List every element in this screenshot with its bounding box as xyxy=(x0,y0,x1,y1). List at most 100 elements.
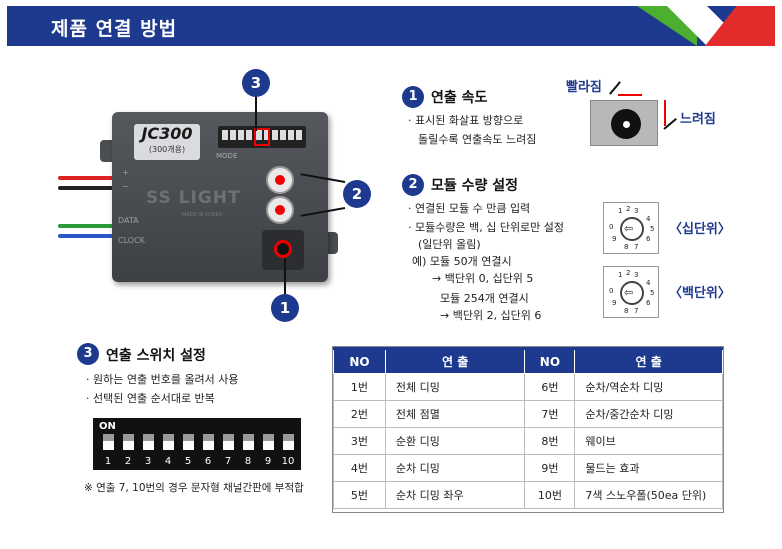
fast-label: 빨라짐 xyxy=(566,80,602,95)
effect-name-cell: 순차/중간순차 디밍 xyxy=(574,400,723,428)
effect-name-cell: 웨이브 xyxy=(574,427,723,455)
clock-label: CLOCK xyxy=(118,236,145,245)
hundreds-rotary-diagram: 2 3 1 4 5 6 7 8 9 0 ⇦ xyxy=(603,266,659,318)
callout-1-device: 1 xyxy=(271,294,299,322)
effect-number-cell: 10번 xyxy=(524,481,576,509)
module-line5: → 백단위 0, 십단위 5 xyxy=(432,272,534,285)
callout-1-line xyxy=(284,258,286,294)
dip-switch-number: 8 xyxy=(244,456,252,467)
dip-switch-number: 3 xyxy=(144,456,152,467)
effect-name-cell: 순환 디밍 xyxy=(384,427,526,455)
dip-highlight xyxy=(254,128,270,146)
dip-switch-5 xyxy=(183,434,194,450)
dip-line2: · 선택된 연출 순서대로 반복 xyxy=(86,392,215,405)
hundreds-label: 〈백단위〉 xyxy=(669,286,731,301)
effect-number-cell: 5번 xyxy=(333,481,386,509)
col-header-no-1: NO xyxy=(333,348,386,374)
effect-name-cell: 순차 디밍 좌우 xyxy=(384,481,526,509)
dip-switch-number: 6 xyxy=(204,456,212,467)
effect-number-cell: 9번 xyxy=(524,454,576,482)
dip-switch-10 xyxy=(283,434,294,450)
tens-label: 〈십단위〉 xyxy=(669,222,731,237)
dip-switch-6 xyxy=(203,434,214,450)
speed-dial xyxy=(611,109,641,139)
module-line3: (일단위 올림) xyxy=(418,238,481,251)
brand-sub: MADE IN KOREA xyxy=(182,212,223,218)
header-banner: 제품 연결 방법 xyxy=(7,6,775,46)
dip-switch-number: 2 xyxy=(124,456,132,467)
effect-name-cell: 순차/역순차 디밍 xyxy=(574,373,723,401)
effect-name-cell: 전체 점멸 xyxy=(384,400,526,428)
minus-label: − xyxy=(122,182,129,191)
callout-2-device: 2 xyxy=(343,180,371,208)
speed-knob-housing xyxy=(262,230,304,270)
dip-switch-1 xyxy=(103,434,114,450)
dip-title: 연출 스위치 설정 xyxy=(106,348,206,364)
effect-number-cell: 4번 xyxy=(333,454,386,482)
wire-green xyxy=(58,224,128,228)
effect-name-cell: 순차 디밍 xyxy=(384,454,526,482)
section-3-badge: 3 xyxy=(77,343,99,365)
model-name: JC300 xyxy=(141,124,193,143)
tens-rotary-knob[interactable] xyxy=(266,166,294,194)
effect-number-cell: 6번 xyxy=(524,373,576,401)
callout-3-top: 3 xyxy=(242,69,270,97)
wire-blue xyxy=(58,234,128,238)
effect-number-cell: 1번 xyxy=(333,373,386,401)
dip-switch-4 xyxy=(163,434,174,450)
dip-switch-number: 10 xyxy=(281,456,295,467)
dip-switch-7 xyxy=(223,434,234,450)
dip-switch-9 xyxy=(263,434,274,450)
hundreds-rotary-knob[interactable] xyxy=(266,196,294,224)
dip-switch-8 xyxy=(243,434,254,450)
dip-switch-number: 7 xyxy=(224,456,232,467)
callout-3-line xyxy=(255,97,257,131)
device-dip-switch[interactable] xyxy=(218,126,306,148)
fast-arrow-base xyxy=(618,94,642,96)
module-title: 모듈 수량 설정 xyxy=(431,178,519,194)
plus-label: + xyxy=(122,168,129,177)
slow-label: 느려짐 xyxy=(680,112,716,127)
model-label: JC300 (300개용) xyxy=(134,124,200,160)
controller-device: JC300 (300개용) MODE + − DATA CLOCK SS LIG… xyxy=(112,112,328,282)
effect-name-cell: 물드는 효과 xyxy=(574,454,723,482)
speed-knob[interactable] xyxy=(274,240,292,258)
slow-arrow-vertical xyxy=(664,100,666,126)
speed-title: 연출 속도 xyxy=(431,90,488,106)
speed-dial-illustration xyxy=(590,100,658,146)
col-header-no-2: NO xyxy=(524,348,576,374)
module-line6: 모듈 254개 연결시 xyxy=(440,292,529,305)
col-header-effect-1: 연 출 xyxy=(384,348,526,374)
dip-switch-number: 9 xyxy=(264,456,272,467)
module-line7: → 백단위 2, 십단위 6 xyxy=(440,309,542,322)
page-title: 제품 연결 방법 xyxy=(51,18,178,40)
section-2-badge: 2 xyxy=(402,174,424,196)
dip-switch-3 xyxy=(143,434,154,450)
dip-switch-number: 4 xyxy=(164,456,172,467)
dip-switch-2 xyxy=(123,434,134,450)
dip-line1: · 원하는 연출 번호를 올려서 사용 xyxy=(86,373,239,386)
effect-number-cell: 3번 xyxy=(333,427,386,455)
mode-label: MODE xyxy=(216,152,238,160)
effect-number-cell: 2번 xyxy=(333,400,386,428)
brand-logo: SS LIGHT xyxy=(146,188,241,208)
section-1-badge: 1 xyxy=(402,86,424,108)
wire-black xyxy=(58,186,128,190)
module-line4: 예) 모듈 50개 연결시 xyxy=(412,255,512,268)
effect-number-cell: 7번 xyxy=(524,400,576,428)
dip-switch-number: 1 xyxy=(104,456,112,467)
module-line2: · 모듈수량은 백, 십 단위로만 설정 xyxy=(408,221,565,234)
tens-rotary-diagram: 2 3 1 4 5 6 7 8 9 0 ⇦ xyxy=(603,202,659,254)
effect-number-cell: 8번 xyxy=(524,427,576,455)
speed-line2: 돌릴수록 연출속도 느려짐 xyxy=(418,133,537,146)
model-sub: (300개용) xyxy=(148,145,186,154)
module-line1: · 연결된 모듈 수 만큼 입력 xyxy=(408,202,531,215)
data-label: DATA xyxy=(118,216,139,225)
